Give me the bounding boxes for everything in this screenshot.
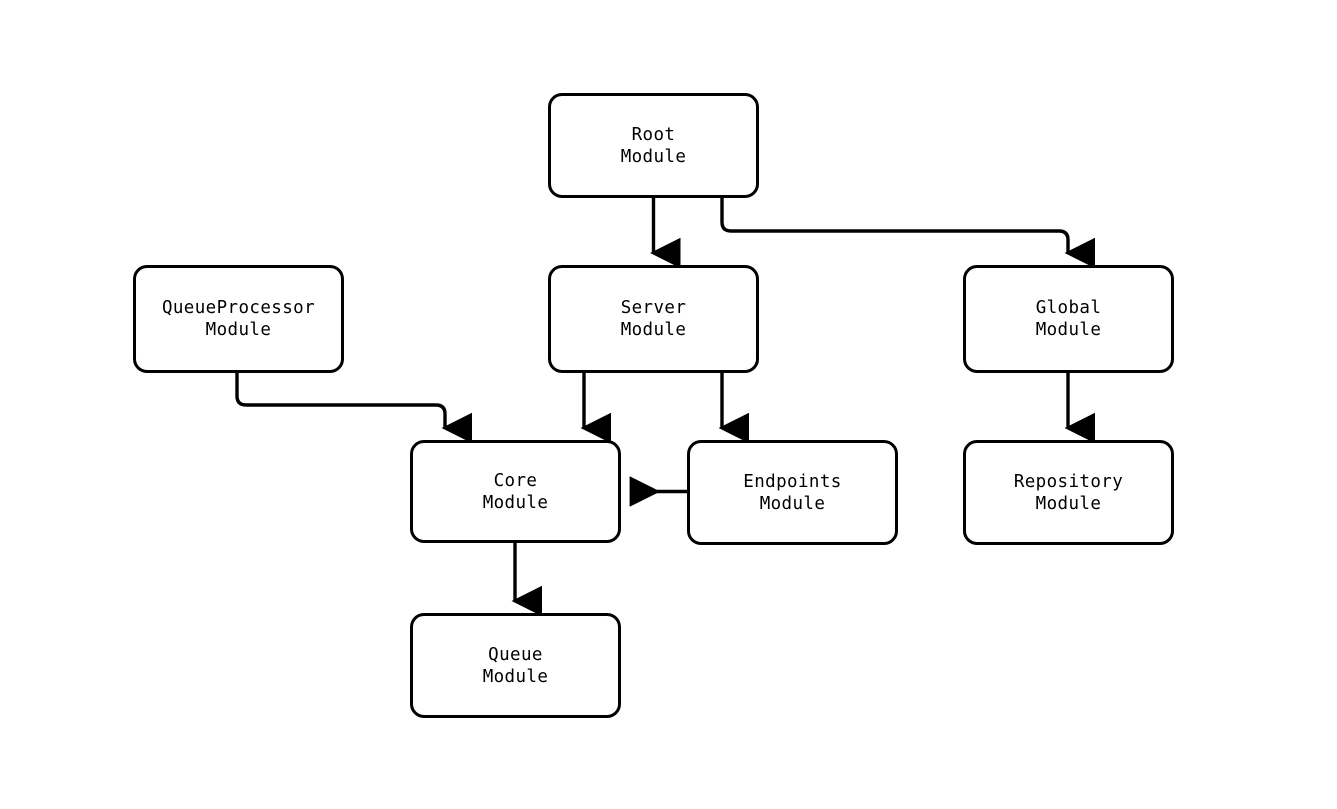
- edge-queueprocessor-to-core: [235, 373, 473, 444]
- node-label-server-module: Server Module: [620, 298, 687, 340]
- node-core-module[interactable]: Core Module: [410, 440, 621, 543]
- node-label-core-module: Core Module: [482, 470, 549, 513]
- node-label-repository-module: Repository Module: [1013, 471, 1124, 514]
- node-server-module[interactable]: Server Module: [548, 265, 759, 373]
- node-global-module[interactable]: Global Module: [963, 265, 1174, 373]
- node-repository-module[interactable]: Repository Module: [963, 440, 1174, 545]
- node-endpoints-module[interactable]: Endpoints Module: [687, 440, 898, 545]
- node-label-queue-module: Queue Module: [482, 644, 549, 687]
- node-queueprocessor-module[interactable]: QueueProcessor Module: [133, 265, 344, 373]
- node-label-queueprocessor-module: QueueProcessor Module: [161, 298, 316, 340]
- node-label-root-module: Root Module: [620, 124, 687, 167]
- edge-root-to-global: [720, 198, 1096, 269]
- node-label-global-module: Global Module: [1035, 298, 1102, 340]
- node-label-endpoints-module: Endpoints Module: [743, 471, 842, 514]
- node-root-module[interactable]: Root Module: [548, 93, 759, 198]
- node-queue-module[interactable]: Queue Module: [410, 613, 621, 718]
